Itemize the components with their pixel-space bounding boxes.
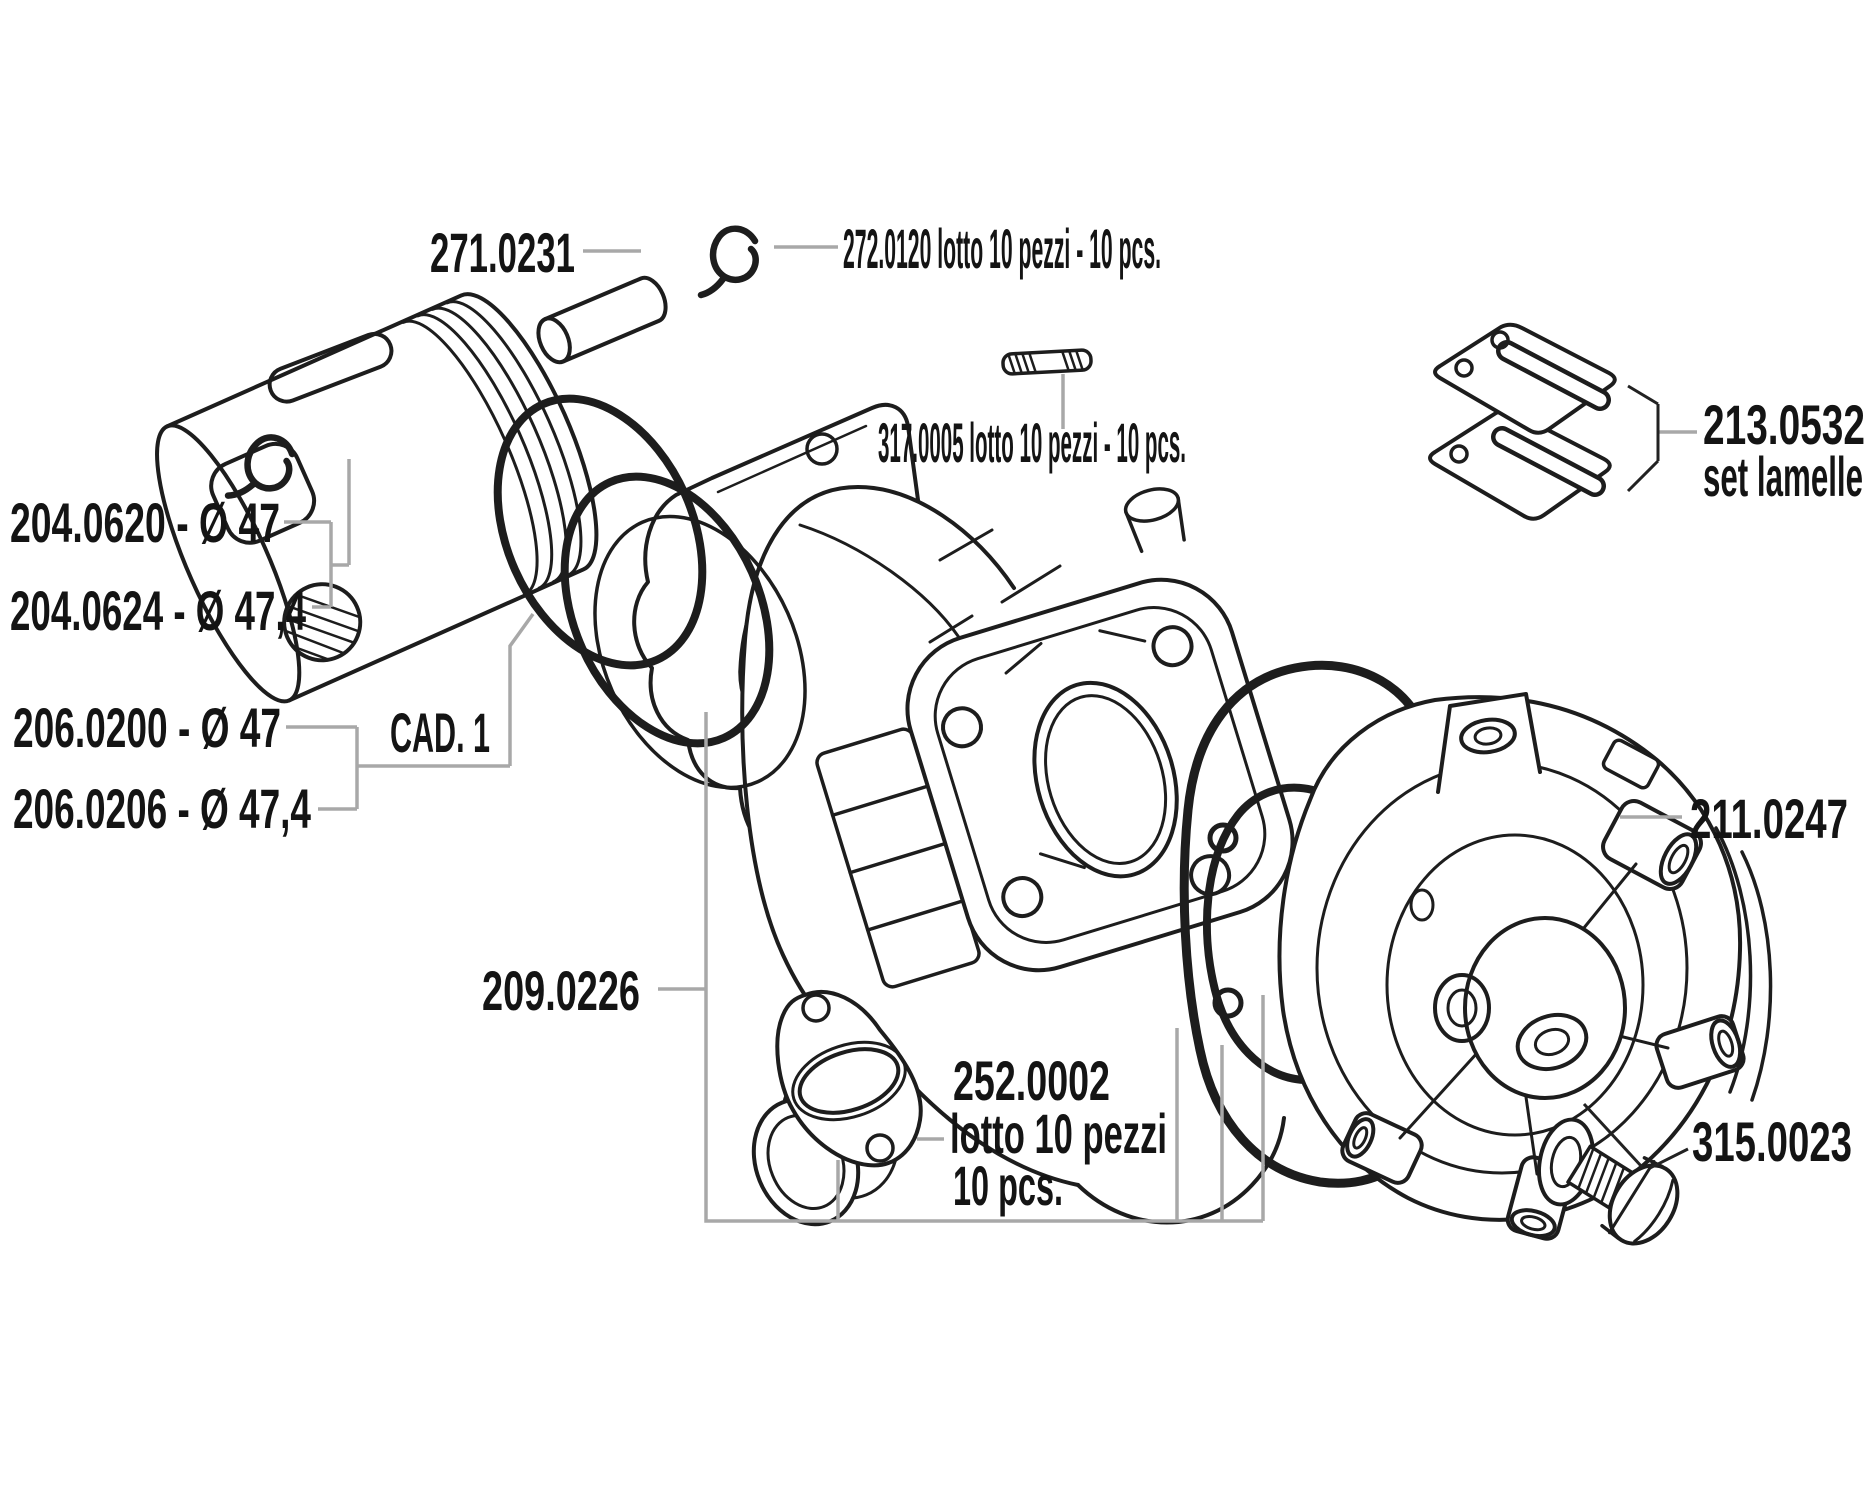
dowel [1123, 487, 1186, 554]
pin-boss-hatch [272, 581, 373, 673]
label-rings-group: CAD. 1 [390, 701, 490, 764]
label-stud-kit: 317.0005 lotto 10 pezzi - 10 pcs. [878, 411, 1186, 474]
bracket-206-cad1 [286, 612, 535, 811]
wrist-pin [536, 275, 668, 365]
pointer-315-b [1649, 1147, 1689, 1170]
label-gasket-set: 209.0226 [482, 959, 640, 1022]
bracket-213 [1626, 384, 1660, 493]
ring-2 [560, 472, 774, 748]
bracket-204 [284, 459, 351, 609]
bracket-209 [658, 712, 1265, 1223]
piston-window [209, 441, 317, 545]
piston-slot [267, 331, 394, 404]
pin-circlip-left [224, 434, 296, 499]
label-exhaust-gasket-code: 252.0002 [953, 1049, 1110, 1112]
label-rings-d47: 206.0200 - Ø 47 [13, 696, 281, 759]
pointer-lines [1582, 384, 1689, 1170]
pin-circlip-right [697, 225, 759, 299]
head-lug-4 [1340, 1111, 1424, 1185]
piston-rings [493, 394, 807, 790]
label-piston-d47: 204.0620 - Ø 47 [10, 491, 280, 554]
label-reed-set-name: set lamelle [1703, 445, 1863, 508]
pin-boss-hole [282, 582, 363, 663]
stud [1001, 348, 1093, 376]
cylinder-head [1277, 692, 1773, 1241]
cylinder-flange-face [905, 577, 1295, 973]
label-piston-pin: 271.0231 [430, 221, 575, 284]
reed-block-boss [815, 727, 981, 989]
label-rings-d474: 206.0206 - Ø 47,4 [13, 777, 311, 840]
label-exhaust-gasket-qty-it: lotto 10 pezzi [950, 1102, 1167, 1165]
labels: 271.0231 272.0120 lotto 10 pezzi - 10 pc… [10, 217, 1865, 1217]
exhaust-gasket [775, 989, 923, 1168]
pointer-315-a [1582, 1102, 1644, 1169]
leader-lines [284, 245, 1697, 1223]
piston [155, 292, 599, 704]
label-exhaust-gasket-qty-en: 10 pcs. [953, 1154, 1063, 1217]
label-head-bolt: 315.0023 [1692, 1110, 1852, 1173]
reed-petal-upper [1433, 322, 1617, 435]
label-piston-d474: 204.0624 - Ø 47,4 [10, 579, 306, 642]
head-lug-2 [1654, 1014, 1746, 1090]
label-reed-set-code: 213.0532 [1703, 393, 1865, 456]
label-pin-circlips: 272.0120 lotto 10 pezzi - 10 pcs. [843, 217, 1161, 280]
label-cylinder-head: 211.0247 [1690, 787, 1848, 850]
head-bolt [1566, 1144, 1680, 1246]
head-tab [1601, 738, 1661, 790]
